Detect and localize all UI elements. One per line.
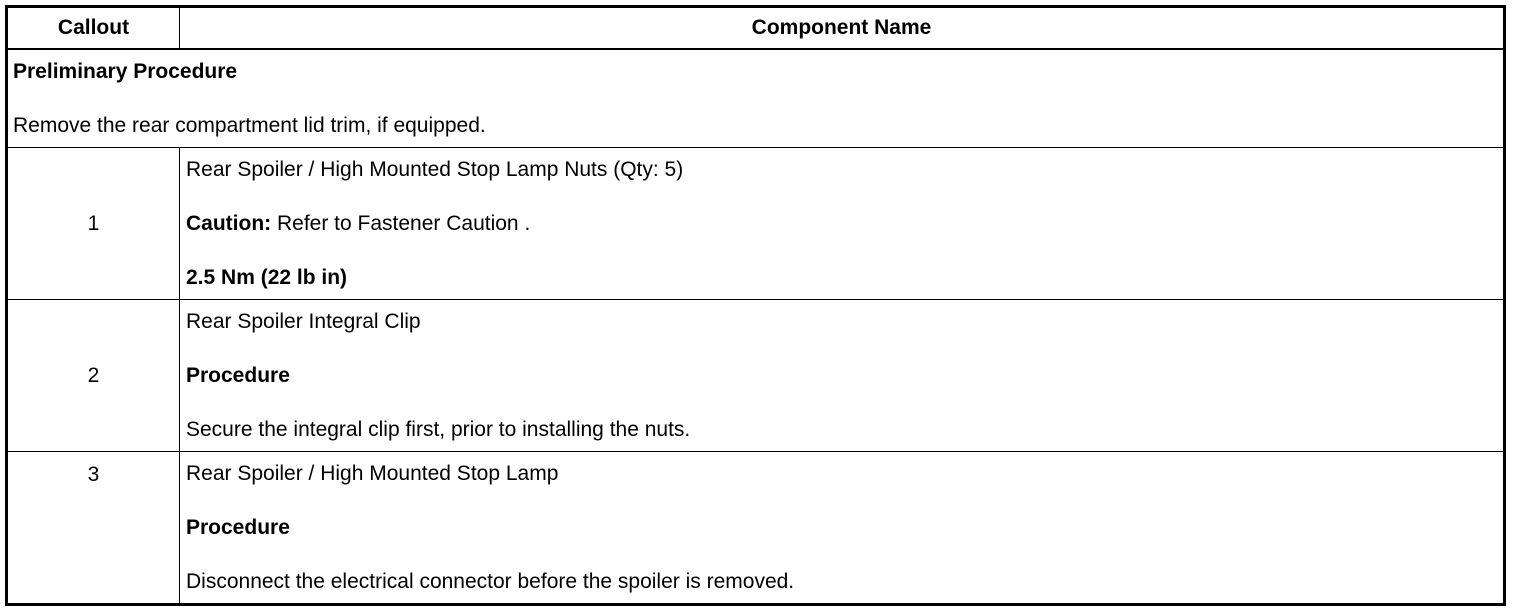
callout-number: 1 — [6, 147, 180, 300]
caution-line: Caution: Refer to Fastener Caution . — [186, 210, 1497, 237]
preliminary-procedure-text: Remove the rear compartment lid trim, if… — [13, 114, 486, 137]
table-row: 2 Rear Spoiler Integral Clip Procedure S… — [6, 299, 1505, 452]
table-row: 1 Rear Spoiler / High Mounted Stop Lamp … — [6, 147, 1505, 300]
procedure-text: Secure the integral clip first, prior to… — [186, 418, 691, 441]
preliminary-procedure-title: Preliminary Procedure — [13, 60, 238, 83]
callout-table: Callout Component Name Preliminary Proce… — [5, 5, 1506, 606]
table-row: 3 Rear Spoiler / High Mounted Stop Lamp … — [6, 451, 1505, 605]
procedure-text: Disconnect the electrical connector befo… — [186, 570, 795, 593]
torque-spec: 2.5 Nm (22 lb in) — [186, 266, 348, 289]
preliminary-procedure-row: Preliminary Procedure Remove the rear co… — [6, 48, 1505, 148]
component-cell: Rear Spoiler Integral Clip Procedure Sec… — [179, 299, 1505, 452]
caution-text: Refer to Fastener Caution . — [271, 212, 531, 235]
component-name-column-header: Component Name — [179, 6, 1505, 50]
callout-number: 2 — [6, 299, 180, 452]
procedure-label: Procedure — [186, 516, 290, 539]
component-name: Rear Spoiler / High Mounted Stop Lamp — [186, 462, 559, 485]
procedure-label: Procedure — [186, 364, 290, 387]
component-cell: Rear Spoiler / High Mounted Stop Lamp Nu… — [179, 147, 1505, 300]
component-cell: Rear Spoiler / High Mounted Stop Lamp Pr… — [179, 451, 1505, 605]
component-name: Rear Spoiler Integral Clip — [186, 310, 421, 333]
component-name: Rear Spoiler / High Mounted Stop Lamp Nu… — [186, 158, 684, 181]
callout-column-header: Callout — [6, 6, 180, 50]
caution-label: Caution: — [186, 212, 272, 235]
callout-number: 3 — [6, 451, 180, 605]
table-header-row: Callout Component Name — [6, 6, 1505, 50]
preliminary-procedure-cell: Preliminary Procedure Remove the rear co… — [6, 48, 1505, 148]
